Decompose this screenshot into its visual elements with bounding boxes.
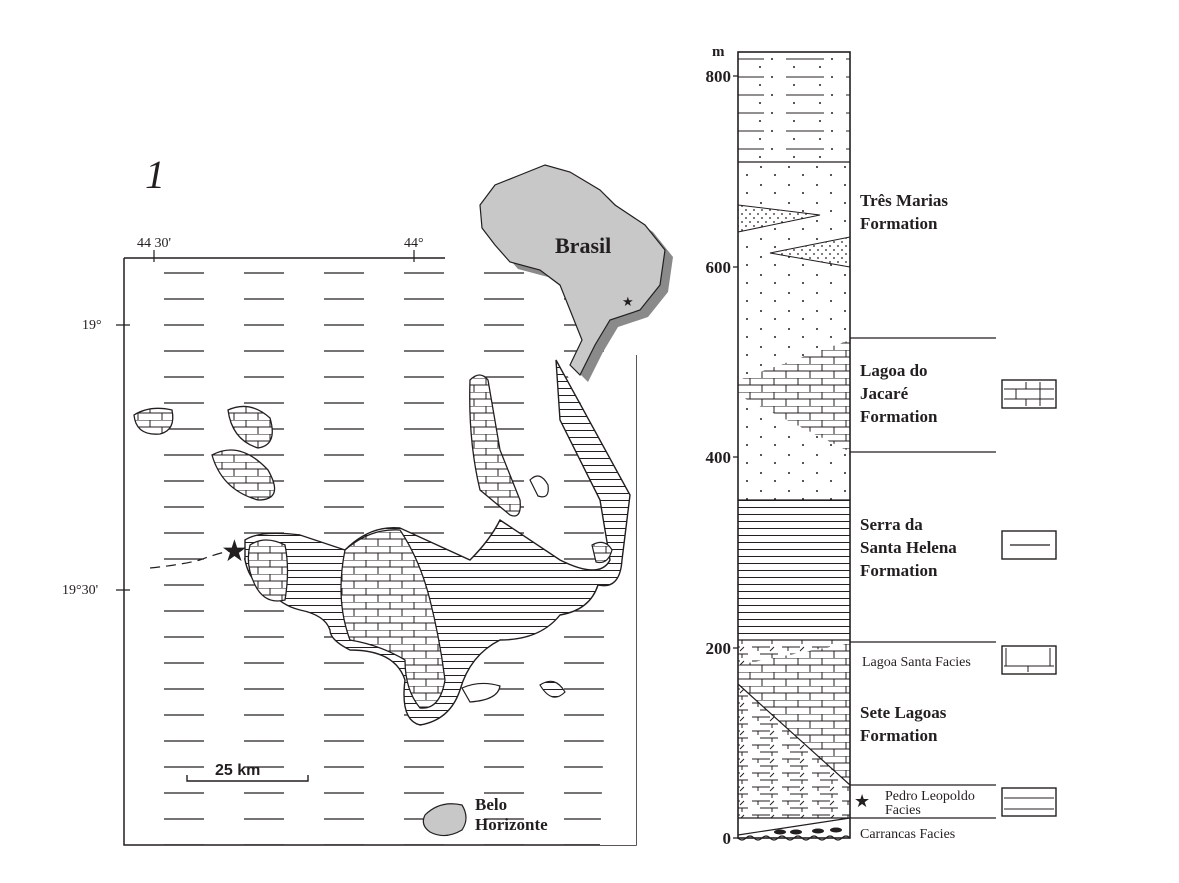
figure-number: 1 <box>145 152 165 197</box>
layer-pedro-leopoldo <box>738 684 850 818</box>
limestone-outcrop-west <box>247 539 289 602</box>
fault-trace <box>149 547 246 569</box>
layer-serra-santa-helena <box>738 500 850 640</box>
sample-locality-star: ★ <box>221 535 248 568</box>
layer-carrancas <box>738 818 850 838</box>
label-santa-helena-2: Santa Helena <box>860 538 957 557</box>
pedro-leopoldo-star: ★ <box>854 791 870 811</box>
legend-pedro-leopoldo <box>1001 787 1057 817</box>
tick-400: 400 <box>706 448 732 467</box>
label-sete-lagoas-2: Formation <box>860 726 938 745</box>
city-label-line-2: Horizonte <box>475 815 548 834</box>
stratigraphic-column: m 800 600 400 200 0 Três Marias Formatio… <box>706 44 1057 848</box>
small-outcrop-2 <box>461 682 501 703</box>
layer-tres-marias-upper <box>738 52 850 162</box>
longitude-label-1: 44 30' <box>137 236 171 251</box>
brazil-outline <box>479 164 666 377</box>
legend-limestone <box>1001 379 1057 409</box>
carrancas-pebbles <box>774 827 842 835</box>
latitude-label-1: 19° <box>82 318 102 333</box>
small-outcrop-1 <box>529 475 549 498</box>
limestone-outcrop-1 <box>133 407 174 435</box>
belo-horizonte-icon <box>422 803 467 837</box>
label-sete-lagoas-1: Sete Lagoas <box>860 703 947 722</box>
inset-label: Brasil <box>555 233 611 258</box>
limestone-outcrop-2 <box>227 405 273 449</box>
tick-0: 0 <box>723 829 732 848</box>
tick-200: 200 <box>706 639 732 658</box>
longitude-label-2: 44° <box>404 236 424 251</box>
label-lagoa-santa: Lagoa Santa Facies <box>862 655 971 670</box>
inset-locality-star: ★ <box>622 294 634 309</box>
label-jacare-2: Jacaré <box>860 384 909 403</box>
city-label-line-1: Belo <box>475 795 507 814</box>
scale-bar <box>186 775 309 782</box>
sete-lagoas-outcrop <box>340 529 446 709</box>
limestone-outcrop-3 <box>211 449 276 501</box>
label-pedro-leopoldo-1: Pedro Leopoldo <box>885 789 975 804</box>
label-carrancas: Carrancas Facies <box>860 827 955 842</box>
label-tres-marias-1: Três Marias <box>860 191 948 210</box>
brazil-inset-map: Brasil ★ <box>479 164 673 382</box>
label-santa-helena-1: Serra da <box>860 515 923 534</box>
map-ticks <box>116 250 415 591</box>
limestone-outcrop-4 <box>591 541 613 564</box>
axis-unit: m <box>712 44 725 60</box>
geologic-map: 44 30' 44° 19° 19°30' ★ 25 km Belo Horiz… <box>62 236 637 846</box>
layer-boundaries <box>737 161 851 836</box>
small-outcrop-3 <box>539 680 566 698</box>
tick-800: 800 <box>706 67 732 86</box>
axis-ticks <box>733 75 738 839</box>
layer-lagoa-do-jacare <box>738 340 850 452</box>
legend-lagoa-santa <box>1001 645 1057 675</box>
scale-bar-label: 25 km <box>215 762 260 779</box>
latitude-label-2: 19°30' <box>62 583 98 598</box>
label-jacare-1: Lagoa do <box>860 361 928 380</box>
label-tres-marias-2: Formation <box>860 214 938 233</box>
legend-siltstone <box>1001 530 1057 560</box>
label-pedro-leopoldo-2: Facies <box>885 803 921 818</box>
tick-600: 600 <box>706 258 732 277</box>
limestone-ridge <box>469 374 521 517</box>
layer-lagoa-santa-top <box>738 640 850 665</box>
column-frame <box>737 51 851 839</box>
label-santa-helena-3: Formation <box>860 561 938 580</box>
unit-boundary-lines <box>850 337 996 819</box>
label-jacare-3: Formation <box>860 407 938 426</box>
pedro-leopoldo-outcrop <box>244 359 631 726</box>
